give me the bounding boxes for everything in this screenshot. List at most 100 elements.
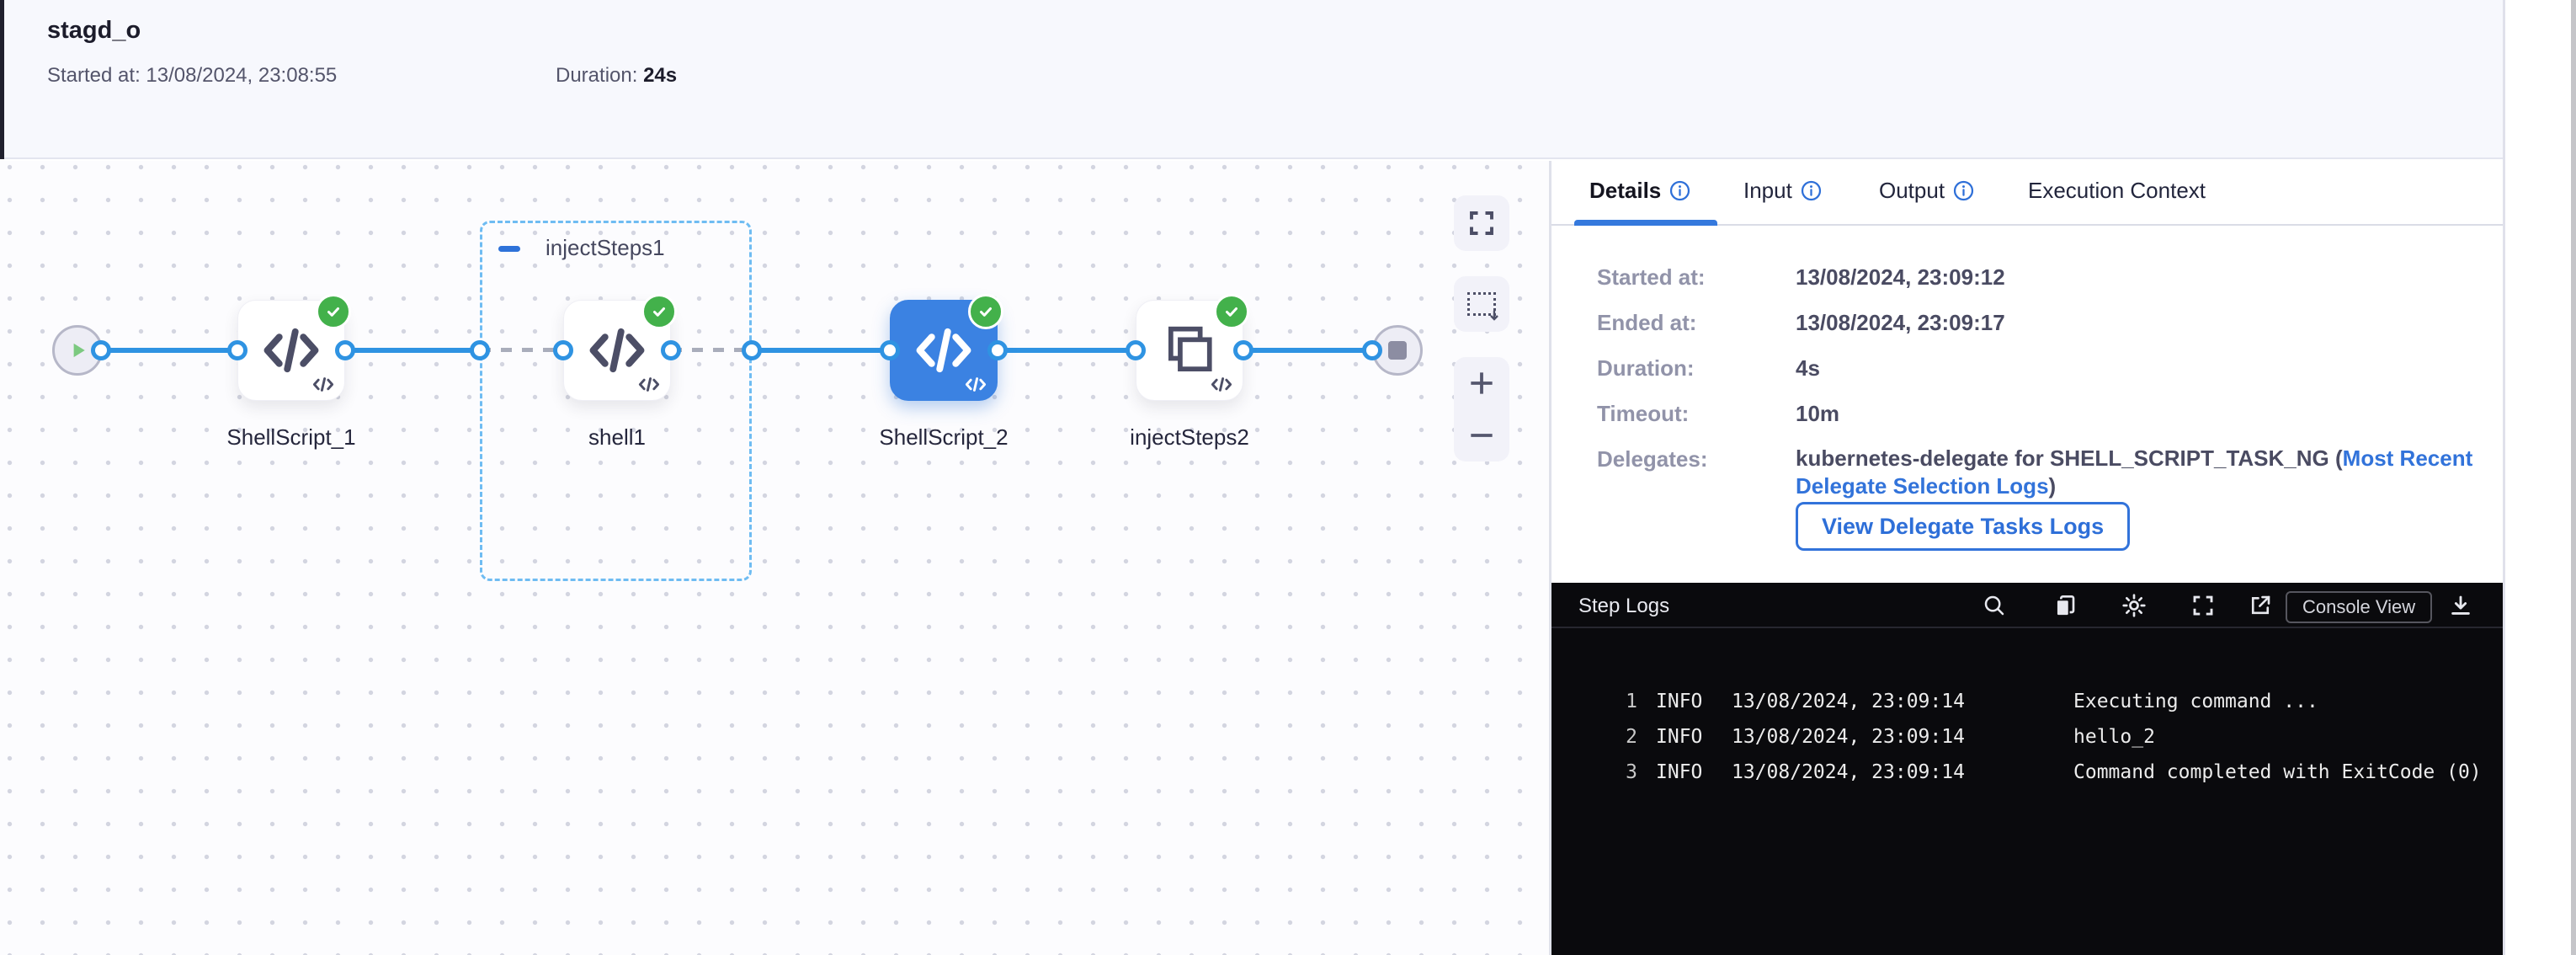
delegate-selection-logs-link[interactable]: Most Recent Delegate Selection Logs (1796, 445, 2473, 499)
log-line-number: 2 (1626, 726, 1637, 748)
info-icon[interactable] (1669, 179, 1691, 202)
code-glyph-icon (965, 377, 987, 392)
duration-value: 24s (643, 64, 678, 87)
fullscreen-icon (2193, 595, 2213, 616)
zoom-in-button[interactable] (1466, 367, 1498, 399)
log-line-number: 1 (1626, 691, 1637, 712)
tab-output[interactable]: Output (1879, 178, 1975, 204)
info-icon[interactable] (1800, 179, 1823, 202)
log-open-external-button[interactable] (2245, 590, 2275, 621)
log-line-number: 3 (1626, 761, 1637, 783)
detail-label-delegates: Delegates: (1597, 446, 1708, 472)
gear-icon (2122, 594, 2146, 617)
delegates-text-suffix: ) (2048, 473, 2057, 499)
started-at-meta: Started at: 13/08/2024, 23:08:55 (47, 64, 337, 88)
port (553, 340, 573, 360)
tab-label: Input (1743, 178, 1792, 203)
log-message: Command completed with ExitCode (0) (2073, 761, 2482, 783)
detail-label-timeout: Timeout: (1597, 401, 1690, 426)
edge (752, 348, 890, 353)
log-line: 3 INFO 13/08/2024, 23:09:14 Command comp… (1551, 761, 2505, 792)
tab-input[interactable]: Input (1743, 178, 1823, 204)
port (742, 340, 762, 360)
canvas-fullscreen-button[interactable] (1454, 195, 1509, 251)
step-logs-panel: Step Logs (1551, 583, 2505, 955)
zoom-out-button[interactable] (1466, 419, 1498, 451)
port (880, 340, 900, 360)
success-badge (1214, 294, 1249, 329)
log-settings-button[interactable] (2119, 590, 2149, 621)
collapse-group-icon[interactable] (498, 246, 520, 252)
code-icon (916, 328, 971, 373)
step-node-shellscript-1[interactable] (237, 294, 351, 401)
canvas-marquee-select-button[interactable] (1454, 276, 1509, 332)
detail-value-delegates: kubernetes-delegate for SHELL_SCRIPT_TAS… (1796, 445, 2482, 500)
duration-label: Duration: (556, 64, 638, 87)
log-download-button[interactable] (2446, 590, 2476, 621)
code-glyph-icon (638, 377, 660, 392)
open-external-icon (2251, 595, 2270, 615)
port (335, 340, 355, 360)
duration-meta: Duration: 24s (556, 64, 677, 88)
log-fullscreen-button[interactable] (2188, 590, 2218, 621)
step-node-shellscript-2-selected[interactable] (890, 294, 1003, 401)
log-line: 1 INFO 13/08/2024, 23:09:14 Executing co… (1551, 691, 2505, 721)
header-left-accent (0, 0, 4, 159)
edge-dashed (480, 348, 563, 352)
tab-details[interactable]: Details (1589, 178, 1691, 204)
success-badge (968, 294, 1003, 329)
code-glyph-icon (312, 377, 334, 392)
check-icon (980, 307, 992, 317)
stop-icon (1388, 341, 1407, 360)
check-icon (327, 307, 339, 317)
edge (101, 348, 237, 353)
code-icon (589, 328, 645, 373)
port (227, 340, 247, 360)
log-level: INFO (1656, 761, 1703, 783)
step-group-label[interactable]: injectSteps1 (546, 235, 665, 260)
step-details-panel: Details Input Output Execution Context S… (1549, 161, 2505, 955)
stage-header: stagd_o Started at: 13/08/2024, 23:08:55… (0, 0, 2503, 159)
marquee-select-icon (1467, 292, 1498, 321)
log-timestamp: 13/08/2024, 23:09:14 (1732, 691, 1965, 712)
code-glyph-icon (1211, 377, 1232, 392)
info-icon[interactable] (1952, 179, 1975, 202)
view-delegate-tasks-logs-button[interactable]: View Delegate Tasks Logs (1796, 502, 2131, 551)
port (661, 340, 681, 360)
step-group-injectSteps1[interactable] (480, 221, 752, 581)
log-timestamp: 13/08/2024, 23:09:14 (1732, 726, 1965, 748)
edge-dashed (671, 348, 752, 352)
step-logs-title: Step Logs (1578, 595, 1670, 617)
port (470, 340, 490, 360)
log-copy-button[interactable] (2050, 590, 2080, 621)
log-level: INFO (1656, 726, 1703, 748)
tab-label: Execution Context (2028, 178, 2206, 203)
log-level: INFO (1656, 691, 1703, 712)
detail-label-started: Started at: (1597, 264, 1706, 290)
detail-label-duration: Duration: (1597, 355, 1695, 381)
detail-value-timeout: 10m (1796, 401, 1840, 426)
tab-label: Output (1879, 178, 1945, 203)
detail-value-ended: 13/08/2024, 23:09:17 (1796, 310, 2005, 335)
fullscreen-icon (1470, 211, 1493, 235)
port (987, 340, 1008, 360)
scrollbar-gutter[interactable] (2503, 0, 2576, 955)
edge (998, 348, 1136, 353)
search-icon (1984, 595, 2004, 616)
copy-icon (2056, 595, 2075, 616)
step-node-shell1[interactable] (563, 294, 677, 401)
copy-squares-icon (1168, 326, 1212, 372)
port (1126, 340, 1146, 360)
active-tab-underline (1574, 220, 1717, 226)
log-search-button[interactable] (1979, 590, 2009, 621)
pipeline-graph-canvas[interactable]: injectSteps1 (0, 161, 1549, 955)
success-badge (316, 294, 351, 329)
tab-execution-context[interactable]: Execution Context (2028, 178, 2206, 204)
code-icon (263, 328, 319, 373)
console-view-button[interactable]: Console View (2286, 591, 2433, 623)
step-node-injectsteps2[interactable] (1136, 294, 1249, 401)
port (1233, 340, 1253, 360)
success-badge (641, 294, 677, 329)
window-edge (2571, 0, 2576, 955)
edge (1243, 348, 1372, 353)
